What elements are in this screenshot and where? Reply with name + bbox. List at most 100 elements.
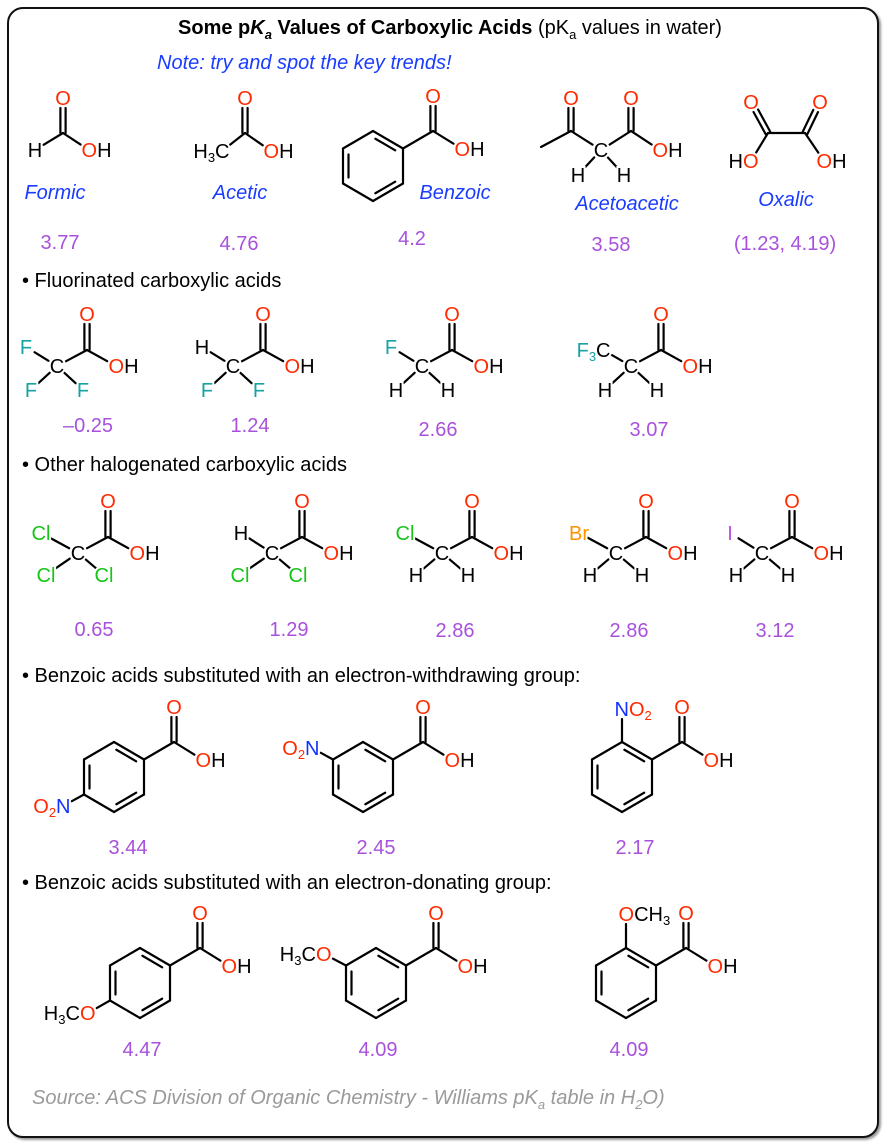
section-header-fluorinated: • Fluorinated carboxylic acids <box>22 270 282 292</box>
bond <box>377 954 400 969</box>
molecule-structure: OOH <box>341 84 487 203</box>
bond <box>82 740 116 761</box>
bond <box>590 740 624 761</box>
source-citation: Source: ACS Division of Organic Chemistr… <box>32 1086 665 1117</box>
atom-label: C <box>265 543 279 565</box>
bond <box>213 371 227 385</box>
bond <box>622 558 636 570</box>
bond <box>371 129 405 150</box>
atom-label: O <box>444 304 460 326</box>
molecule-structure: O OH H3CO <box>278 901 490 1020</box>
atom-label: HO <box>728 151 758 173</box>
bond <box>240 348 265 363</box>
bond <box>623 535 648 550</box>
atom-label: OH <box>708 956 738 978</box>
molecule-name-benzoic: Benzoic <box>419 182 491 204</box>
molecule-name-formic: Formic <box>24 182 86 204</box>
bond <box>341 129 375 150</box>
bond <box>141 954 164 969</box>
atom-label: F <box>253 380 265 402</box>
bond <box>364 748 387 763</box>
atom-label: O <box>428 903 444 925</box>
atom-label: H <box>617 165 631 187</box>
section-header-halogenated: • Other halogenated carboxylic acids <box>22 454 347 476</box>
atom-label: O <box>623 88 639 110</box>
bond <box>412 536 435 550</box>
atom-label: H <box>28 140 42 162</box>
bond <box>623 748 646 763</box>
bond <box>53 557 71 571</box>
bond <box>33 351 50 362</box>
pka-value: 4.76 <box>219 233 259 255</box>
bond <box>228 131 247 146</box>
atom-label: C <box>624 356 638 378</box>
atom-label: H3C <box>193 141 229 165</box>
pka-value: 1.24 <box>230 415 270 437</box>
bond <box>624 999 658 1020</box>
atom-label: H <box>441 380 455 402</box>
atom-label: F <box>77 380 89 402</box>
bond <box>84 558 98 570</box>
bond <box>421 740 445 756</box>
bond <box>248 537 265 549</box>
atom-label: OH <box>814 543 844 565</box>
bond <box>106 535 130 550</box>
title-paren-subscript: a <box>569 27 577 42</box>
bond <box>742 558 756 570</box>
atom-label: H3CO <box>280 944 332 968</box>
bond <box>594 999 628 1020</box>
bond <box>344 999 378 1020</box>
bond <box>261 348 285 363</box>
bond <box>650 740 684 761</box>
atom-label: C <box>755 543 769 565</box>
atom-label: O <box>674 697 690 719</box>
bond <box>243 131 264 147</box>
bond <box>590 793 624 814</box>
atom-label: C <box>609 543 623 565</box>
atom-label: O <box>237 88 253 110</box>
bond <box>620 740 654 761</box>
bond <box>629 129 653 146</box>
bond <box>141 997 164 1012</box>
atom-label: F <box>20 337 32 359</box>
bond <box>138 946 172 967</box>
bond <box>644 535 668 550</box>
molecule-name-acetoacetic: Acetoacetic <box>575 193 679 215</box>
bond <box>624 946 658 967</box>
bond <box>752 110 767 136</box>
source-subscript-2: 2 <box>635 1097 643 1112</box>
atom-label: OH <box>458 956 488 978</box>
bond <box>790 535 814 550</box>
bond <box>95 999 112 1010</box>
bond <box>331 793 365 814</box>
pka-value: 0.65 <box>74 619 114 641</box>
bond <box>569 129 594 146</box>
bond <box>374 180 397 195</box>
title-k: K <box>250 17 265 39</box>
atom-label: F <box>201 380 213 402</box>
atom-label: O <box>255 304 271 326</box>
atom-label: Cl <box>396 523 415 545</box>
bond <box>422 558 436 570</box>
bond <box>112 740 146 761</box>
bond <box>374 137 397 152</box>
bond <box>806 111 820 136</box>
atom-label: OH <box>264 141 294 163</box>
atom-label: H3CO <box>44 1003 96 1027</box>
section-header-edg: • Benzoic acids substituted with an elec… <box>22 872 552 894</box>
atom-label: O <box>464 491 480 513</box>
atom-label: C <box>71 543 85 565</box>
atom-label: O <box>653 304 669 326</box>
bond <box>142 740 176 761</box>
atom-label: OH <box>668 543 698 565</box>
pka-value: 4.47 <box>122 1039 162 1061</box>
atom-label: OH <box>130 543 160 565</box>
bond <box>331 957 348 967</box>
pka-value: –0.25 <box>62 415 114 437</box>
